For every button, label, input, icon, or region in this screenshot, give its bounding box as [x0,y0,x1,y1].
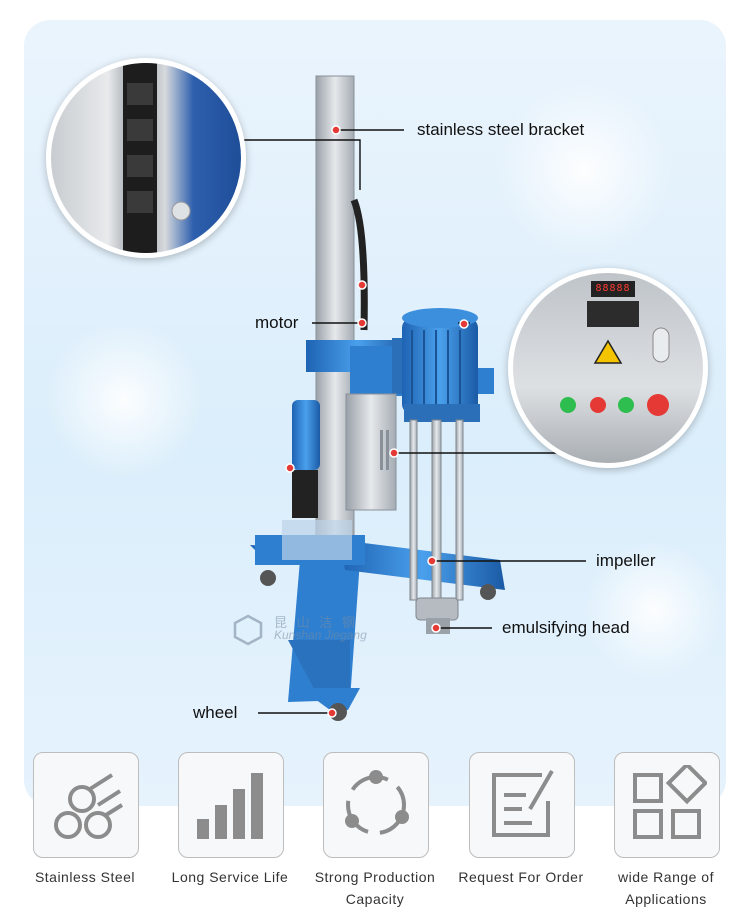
callout-emulsifying-head: emulsifying head [502,618,630,637]
feature-stainless-steel [33,752,139,858]
watermark-cn: 昆 山 洁 钢 [274,615,358,630]
callout-stainless-steel-bracket: stainless steel bracket [417,120,585,139]
callout-motor: motor [255,313,299,332]
feature-wide-range-applications [614,752,720,858]
feature-label-stainless-steel: Stainless Steel [34,869,136,885]
brand-logo-icon [233,614,263,646]
feature-request-for-order [469,752,575,858]
steel-pipes-icon [54,773,124,839]
feature-label-wide-range-applications: wide Range of Applications [617,869,714,907]
watermark-en: Kunshan Jiegang [274,628,367,642]
cable-chain-closeup [46,58,246,258]
callout-wheel: wheel [193,703,238,722]
feature-label-strong-production-capacity: Strong Production Capacity [314,869,436,907]
callout-impeller: impeller [596,551,656,570]
grid-shapes-icon [633,765,707,839]
feature-strong-production-capacity [323,752,429,858]
feature-long-service-life [178,752,284,858]
cycle-icon [345,770,409,835]
control-panel-closeup: 88888 [508,268,708,468]
bar-chart-icon [197,773,263,839]
feature-label-request-for-order: Request For Order [458,869,584,885]
order-form-icon [492,769,554,837]
control-panel-display: 88888 [591,281,635,297]
feature-label-long-service-life: Long Service Life [171,869,289,885]
